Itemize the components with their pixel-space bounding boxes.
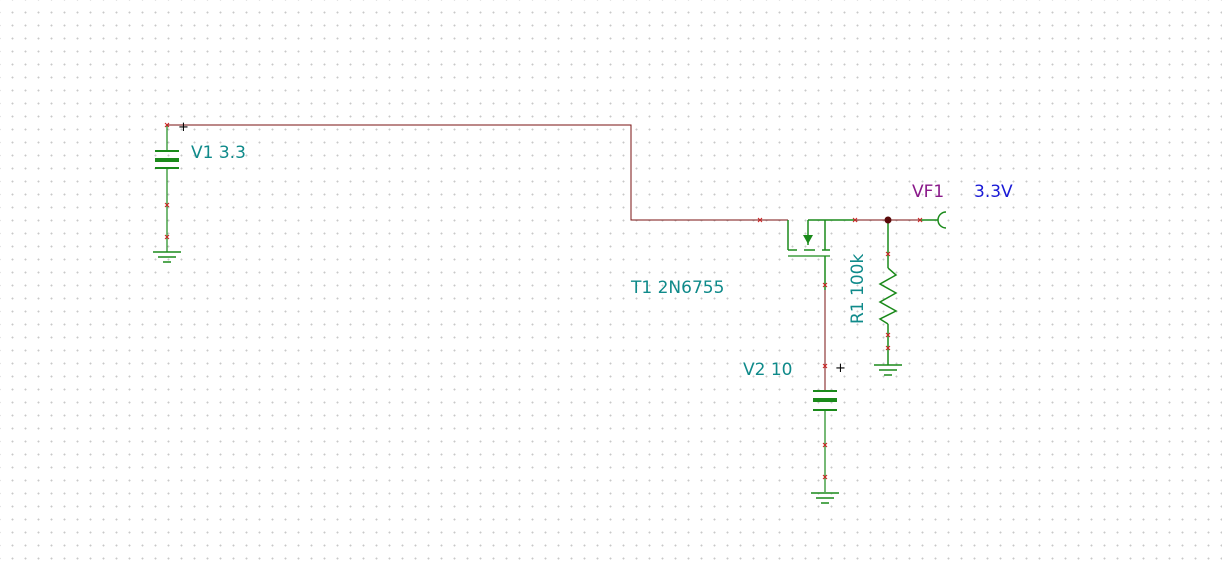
r1-label[interactable]: R1 100k <box>848 253 868 324</box>
t1-model: 2N6755 <box>657 278 725 298</box>
vf1-reading: 3.3V <box>974 182 1013 202</box>
vf1-name[interactable]: VF1 <box>912 182 945 202</box>
t1-name: T1 <box>631 278 653 298</box>
v2-label[interactable]: V2 10 <box>743 362 793 379</box>
mosfet-t1[interactable] <box>787 219 855 290</box>
v1-value: 3.3 <box>218 143 246 163</box>
voltmeter-vf1[interactable] <box>920 211 947 229</box>
r1-value: 100k <box>848 253 868 296</box>
ground-v1 <box>153 251 181 263</box>
v2-value: 10 <box>770 360 793 380</box>
v2-name: V2 <box>743 360 766 380</box>
v1-label[interactable]: V1 3.3 <box>191 145 246 162</box>
v2-polarity-plus: + <box>835 361 846 376</box>
wire-v1-to-gate[interactable] <box>167 124 788 221</box>
v1-name: V1 <box>191 143 214 163</box>
wires <box>167 124 920 221</box>
ground-v2 <box>811 492 839 504</box>
ground-r1 <box>874 364 902 376</box>
t1-label[interactable]: T1 2N6755 <box>631 280 724 297</box>
r1-name: R1 <box>848 301 868 324</box>
resistor-r1[interactable] <box>878 220 898 365</box>
battery-v2[interactable] <box>813 390 837 492</box>
v1-polarity-plus: + <box>178 120 189 135</box>
junction-node <box>884 216 892 224</box>
pin-markers <box>164 122 923 480</box>
battery-v1[interactable] <box>155 125 179 252</box>
